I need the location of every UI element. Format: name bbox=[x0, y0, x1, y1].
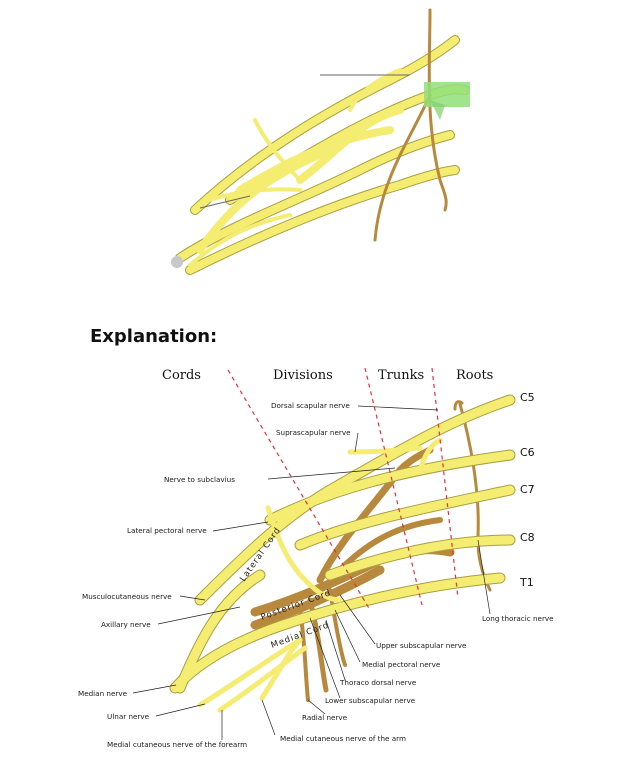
label-lower-subscapular: Lower subscapular nerve bbox=[325, 696, 416, 705]
cut-end-marker bbox=[171, 256, 183, 268]
plexus-diagram: Lateral Cord Posterior Cord Medial Cord bbox=[169, 367, 516, 713]
header-divisions: Divisions bbox=[273, 368, 333, 383]
label-lateral-pectoral: Lateral pectoral nerve bbox=[127, 526, 207, 535]
highlight-box bbox=[424, 82, 470, 107]
label-medial-cutaneous-forearm: Medial cutaneous nerve of the forearm bbox=[107, 740, 247, 749]
label-suprascapular: Suprascapular nerve bbox=[276, 428, 351, 437]
label-thoraco-dorsal: Thoraco dorsal nerve bbox=[339, 678, 417, 687]
label-medial-cutaneous-arm: Medial cutaneous nerve of the arm bbox=[280, 734, 406, 743]
label-nerve-to-subclavius: Nerve to subclavius bbox=[164, 475, 235, 484]
label-median: Median nerve bbox=[78, 689, 128, 698]
label-medial-pectoral: Medial pectoral nerve bbox=[362, 660, 441, 669]
header-trunks: Trunks bbox=[378, 368, 424, 383]
top-plexus-illustration bbox=[171, 8, 470, 275]
root-c5: C5 bbox=[520, 391, 535, 404]
label-dorsal-scapular: Dorsal scapular nerve bbox=[271, 401, 350, 410]
root-c6: C6 bbox=[520, 446, 535, 459]
leader-lines bbox=[132, 405, 491, 740]
root-c7: C7 bbox=[520, 483, 535, 496]
label-axillary: Axillary nerve bbox=[101, 620, 151, 629]
root-c8: C8 bbox=[520, 531, 535, 544]
explanation-title: Explanation: bbox=[90, 326, 217, 347]
header-cords: Cords bbox=[162, 368, 201, 383]
label-long-thoracic: Long thoracic nerve bbox=[482, 614, 554, 623]
label-radial: Radial nerve bbox=[302, 713, 348, 722]
division-dividers bbox=[227, 367, 459, 611]
root-t1: T1 bbox=[519, 576, 534, 589]
label-musculocutaneous: Musculocutaneous nerve bbox=[82, 592, 172, 601]
label-upper-subscapular: Upper subscapular nerve bbox=[376, 641, 467, 650]
label-ulnar: Ulnar nerve bbox=[107, 712, 150, 721]
header-roots: Roots bbox=[456, 368, 493, 383]
